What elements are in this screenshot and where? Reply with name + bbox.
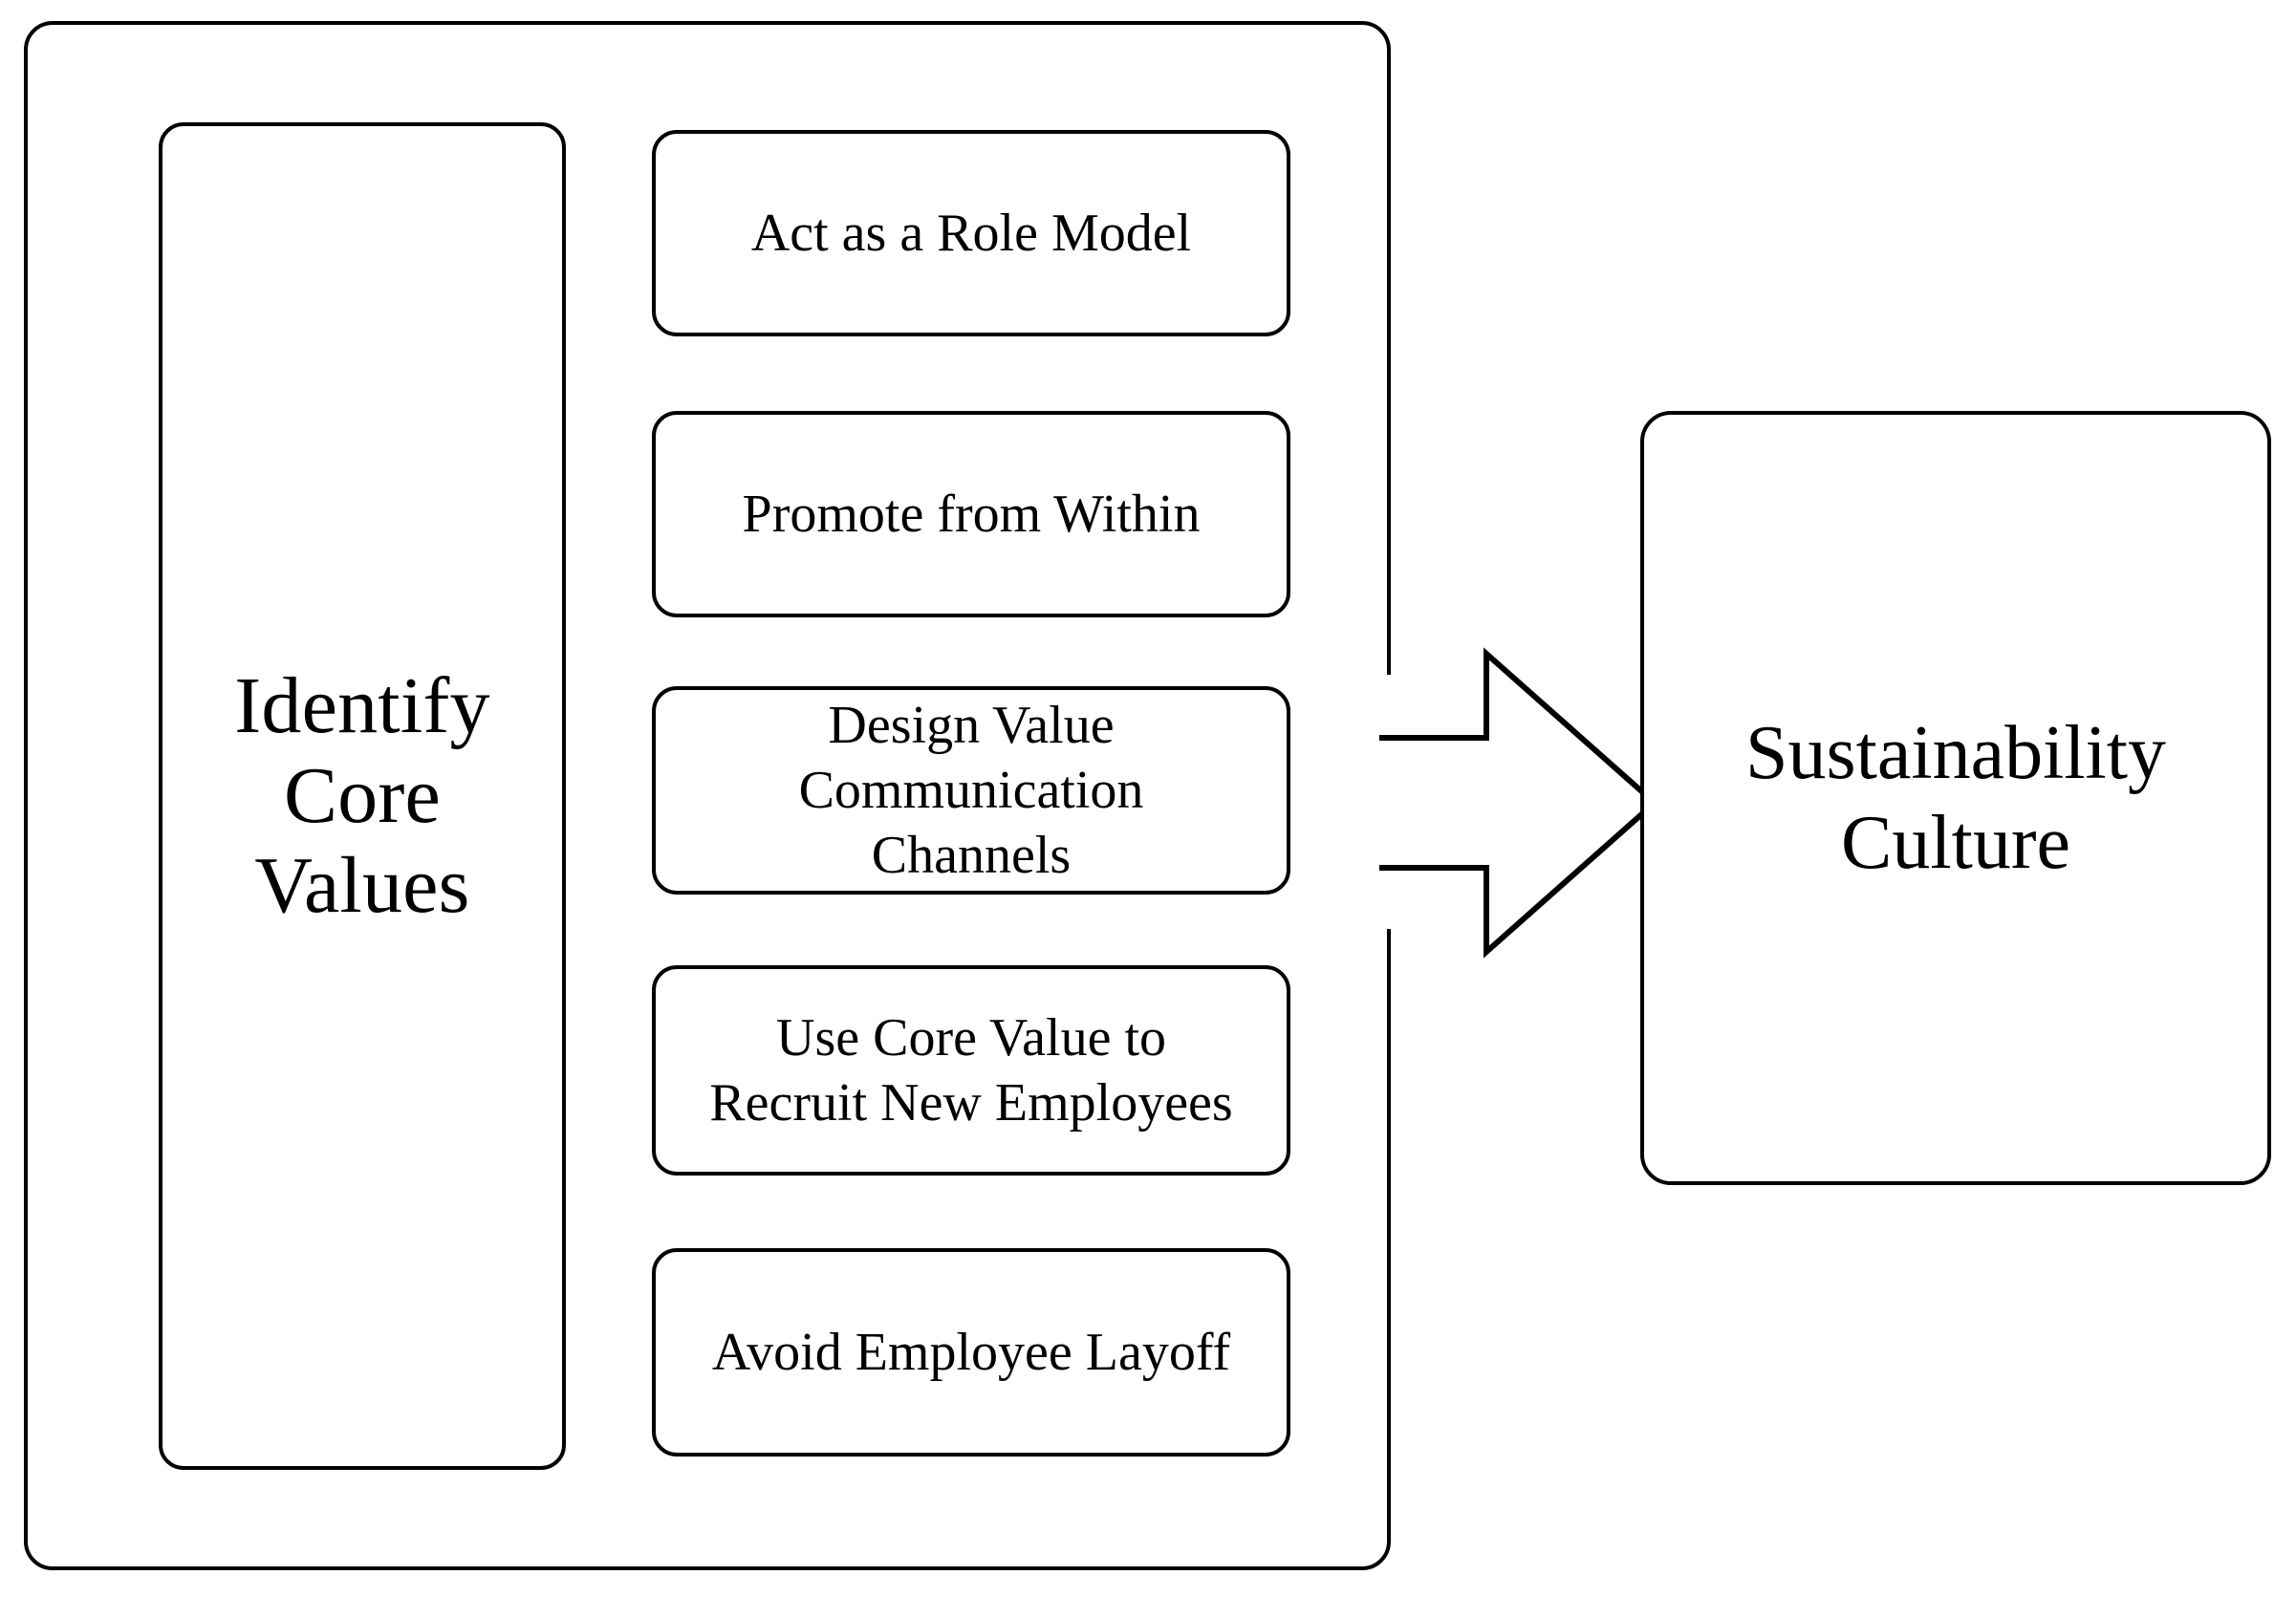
practice-box-act-as-a-role-model: Act as a Role Model <box>652 130 1290 336</box>
practice-label: Design Value Communication Channels <box>798 695 1144 886</box>
sustainability-culture-box: Sustainability Culture <box>1640 411 2271 1185</box>
identify-core-values-label: Identify Core Values <box>234 660 490 931</box>
practice-label: Avoid Employee Layoff <box>711 1322 1231 1382</box>
practice-box-use-core-value-to-recruit-new-employees: Use Core Value to Recruit New Employees <box>652 965 1290 1176</box>
practice-label: Act as a Role Model <box>750 203 1192 263</box>
right-block-arrow-icon <box>1379 642 1930 963</box>
identify-core-values-box: Identify Core Values <box>159 122 566 1470</box>
practice-box-avoid-employee-layoff: Avoid Employee Layoff <box>652 1248 1290 1457</box>
practice-box-promote-from-within: Promote from Within <box>652 411 1290 617</box>
practice-box-design-value-communication-channels: Design Value Communication Channels <box>652 686 1290 895</box>
practice-label: Promote from Within <box>742 484 1201 544</box>
sustainability-culture-label: Sustainability Culture <box>1745 710 2166 885</box>
practice-label: Use Core Value to Recruit New Employees <box>709 1007 1233 1133</box>
